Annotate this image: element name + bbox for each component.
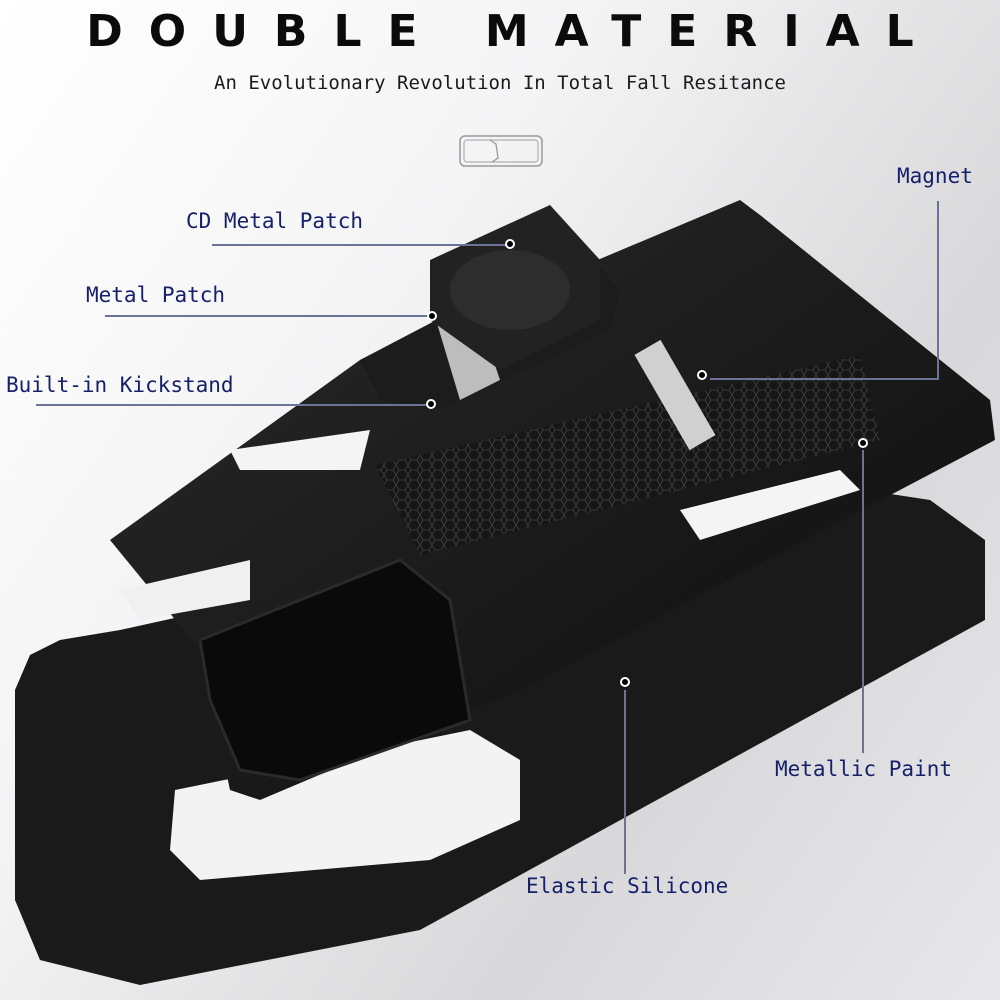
callout-magnet: Magnet [897, 164, 973, 188]
callout-point [427, 311, 437, 321]
page-title: DOUBLE MATERIAL [86, 6, 940, 57]
callout-point [858, 438, 868, 448]
callout-point [697, 370, 707, 380]
callout-cd-metal-patch: CD Metal Patch [186, 209, 364, 233]
ring-holder-icon [459, 135, 543, 167]
callout-point [426, 399, 436, 409]
leader-line [710, 378, 939, 380]
page-subtitle: An Evolutionary Revolution In Total Fall… [214, 72, 786, 94]
leader-line [105, 315, 431, 317]
callout-metal-patch: Metal Patch [86, 283, 226, 307]
leader-line [212, 244, 510, 246]
leader-line [36, 404, 430, 406]
callout-built-in-kickstand: Built-in Kickstand [6, 373, 234, 397]
callout-elastic-silicone: Elastic Silicone [526, 874, 729, 898]
leader-line [937, 201, 939, 379]
leader-line [862, 450, 864, 753]
callout-point [620, 677, 630, 687]
leader-line [624, 690, 626, 874]
callout-point [505, 239, 515, 249]
callout-metallic-paint: Metallic Paint [775, 757, 953, 781]
